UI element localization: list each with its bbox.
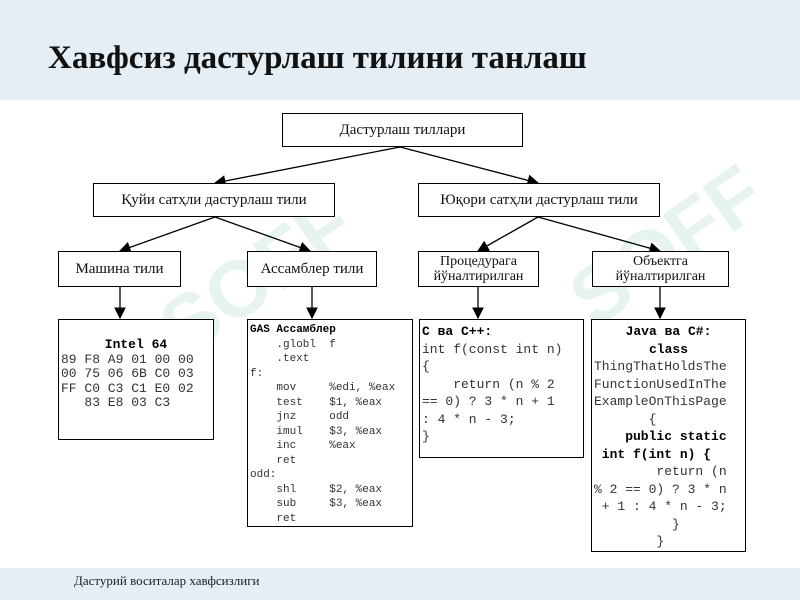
code-header: GAS Ассамблер [250,324,336,336]
code-line: % 2 == 0) ? 3 * n [594,481,727,497]
code-line: FunctionUsedInThe [594,376,727,392]
edge-high-procedural [476,216,539,252]
code-line: f: [250,367,264,380]
node-object-line: Объектга [632,254,689,269]
node-object-line: йўналтирилган [615,269,706,284]
code-line: jnz odd [250,411,350,423]
code-line: return (n [594,464,727,479]
code-line: sub $3, %eax [250,498,383,510]
code-header: class [648,341,688,357]
footer-text: Дастурий воситалар хавфсизлиги [74,573,260,588]
code-line: int f(int n) { [594,446,712,462]
code-box-c: C ва C++: int f(const int n) { return (n… [419,319,584,458]
code-line: ret [250,454,297,467]
code-line: ThingThatHoldsThe [594,359,727,374]
code-line: int f(const int n) [422,341,563,357]
code-header: Java ва C#: [625,324,712,339]
node-procedural-line: йўналтирилган [433,269,524,284]
code-line: } [422,429,430,444]
edge-root-high [399,146,540,187]
code-line: } [594,516,680,532]
code-line: 83 E8 03 C3 [61,395,171,410]
code-line: + 1 : 4 * n - 3; [594,499,727,514]
code-line: mov %edi, %eax [250,382,396,394]
edge-high-object [537,216,662,254]
node-assembler-language: Ассамблер тили [247,251,377,287]
node-programming-languages: Дастурлаш тиллари [282,113,523,147]
edge-low-assembler [214,216,312,253]
code-box-java: Java ва C#: class ThingThatHoldsThe Func… [591,319,746,552]
edge-low-machine [118,216,216,253]
edge-root-low [213,146,401,187]
code-line: } [594,534,665,549]
node-low-level: Қуйи сатҳли дастурлаш тили [93,183,335,217]
code-line: inc %eax [250,440,356,452]
code-line: shl $2, %eax [250,483,383,496]
node-object-oriented: Объектга йўналтирилган [592,251,729,287]
code-line: imul $3, %eax [250,425,383,438]
code-header: Intel 64 [104,337,168,352]
code-line: 00 75 06 6B C0 03 [61,366,194,381]
code-line: 89 F8 A9 01 00 00 [61,351,194,367]
code-line: FF C0 C3 C1 E0 02 [61,380,194,396]
code-line: test $1, %eax [250,396,383,409]
node-procedural: Процедурага йўналтирилган [418,251,539,287]
code-header: C ва C++: [422,324,493,339]
node-procedural-line: Процедурага [440,254,517,269]
header-band [0,0,800,100]
code-line: ExampleOnThisPage [594,394,727,409]
code-box-machine: Intel 64 89 F8 A9 01 00 00 00 75 06 6B C… [58,319,214,440]
code-line: .text [250,353,310,365]
code-line: return (n % 2 [422,376,555,392]
code-line: { [594,411,657,427]
code-line: : 4 * n - 3; [422,411,516,427]
slide-title: Хавфсиз дастурлаш тилини танлаш [48,40,587,76]
code-line: == 0) ? 3 * n + 1 [422,394,555,409]
code-box-assembler: GAS Ассамблер .globl f .text f: mov %edi… [247,319,413,527]
node-high-level: Юқори сатҳли дастурлаш тили [418,183,660,217]
code-line: ret [250,512,297,525]
footer-band [0,568,800,600]
code-line: public static [594,429,727,444]
node-machine-language: Машина тили [58,251,181,287]
code-line: { [422,359,430,374]
code-line: .globl f [250,338,336,351]
code-line: odd: [250,469,277,481]
